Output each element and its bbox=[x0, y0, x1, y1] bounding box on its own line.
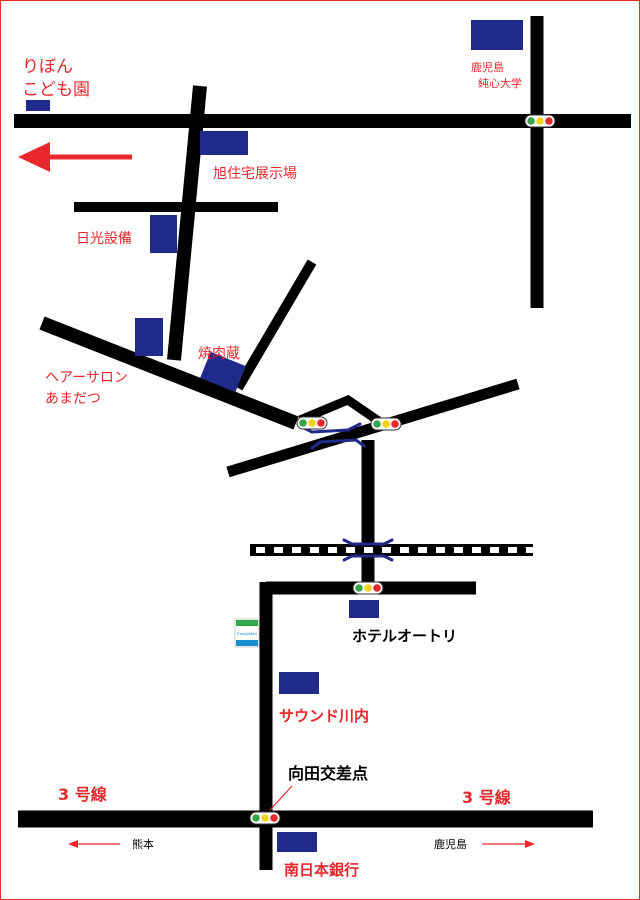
road-junction-bend bbox=[298, 394, 383, 426]
label-junshin-1: 鹿児島 bbox=[471, 60, 504, 74]
road-left-slanted bbox=[167, 85, 207, 361]
building-bank bbox=[277, 832, 317, 852]
railway-tie bbox=[436, 547, 445, 553]
railway-tie bbox=[328, 547, 337, 553]
railway-tie bbox=[346, 547, 355, 553]
building-yakiniku bbox=[200, 351, 246, 393]
bridge-icon bbox=[302, 422, 366, 450]
traffic-light-icon bbox=[249, 811, 281, 825]
railway-tie bbox=[454, 547, 463, 553]
label-kumamoto: 熊本 bbox=[132, 837, 154, 851]
label-yakiniku: 焼肉蔵 bbox=[198, 346, 240, 362]
direction-arrow-icon bbox=[18, 142, 132, 172]
label-mukaida: 向田交差点 bbox=[288, 764, 368, 783]
building-nikko bbox=[150, 215, 177, 253]
railway-tie bbox=[508, 547, 517, 553]
building-hotel bbox=[349, 600, 379, 618]
traffic-light-icon bbox=[370, 417, 402, 431]
label-minami-nihon-bank: 南日本銀行 bbox=[284, 861, 359, 879]
railway-tie bbox=[382, 547, 391, 553]
railway-tie bbox=[274, 547, 283, 553]
building-junshin-univ bbox=[471, 20, 523, 50]
railway-tie bbox=[292, 547, 301, 553]
railway-ties bbox=[256, 547, 535, 553]
familymart-icon: FamilyMart bbox=[234, 618, 260, 648]
road-slanted-yakiniku bbox=[233, 259, 317, 391]
buildings bbox=[26, 20, 523, 852]
railway-tie bbox=[418, 547, 427, 553]
label-ribon-1: りぼん bbox=[22, 57, 73, 77]
building-hair-salon bbox=[135, 318, 163, 356]
familymart-label: FamilyMart bbox=[237, 631, 258, 636]
building-asahi-housing bbox=[200, 131, 248, 155]
railway-tie bbox=[472, 547, 481, 553]
label-hair-salon-2: あまだつ bbox=[45, 391, 101, 407]
railway-tie bbox=[310, 547, 319, 553]
traffic-signals bbox=[249, 114, 556, 825]
label-route3-left: 3 号線 bbox=[58, 785, 107, 804]
label-sound-sendai: サウンド川内 bbox=[279, 707, 369, 725]
callout-mukaida bbox=[269, 785, 293, 811]
railway bbox=[250, 544, 535, 556]
building-sound bbox=[279, 672, 319, 694]
label-kagoshima: 鹿児島 bbox=[434, 837, 467, 851]
railway-tie bbox=[400, 547, 409, 553]
railway-tie bbox=[490, 547, 499, 553]
road-diagonal-main bbox=[39, 316, 299, 430]
railway-tie bbox=[364, 547, 373, 553]
building-ribon bbox=[26, 100, 50, 111]
label-ribon-2: こども園 bbox=[22, 80, 90, 100]
label-asahi-housing: 旭住宅展示場 bbox=[213, 166, 297, 182]
traffic-light-icon bbox=[524, 114, 556, 128]
label-route3-right: 3 号線 bbox=[462, 788, 511, 807]
railway-tie bbox=[526, 547, 535, 553]
label-hotel: ホテルオートリ bbox=[352, 627, 457, 645]
arrow-kagoshima-icon bbox=[482, 840, 535, 848]
arrow-kumamoto-icon bbox=[68, 840, 120, 848]
traffic-light-icon bbox=[296, 416, 328, 430]
traffic-light-icon bbox=[352, 581, 384, 595]
label-hair-salon-1: ヘアーサロン bbox=[45, 370, 128, 386]
label-junshin-2: 純心大学 bbox=[478, 76, 522, 90]
label-nikko: 日光設備 bbox=[76, 231, 132, 247]
bridge-icon bbox=[342, 538, 394, 562]
railway-tie bbox=[256, 547, 265, 553]
